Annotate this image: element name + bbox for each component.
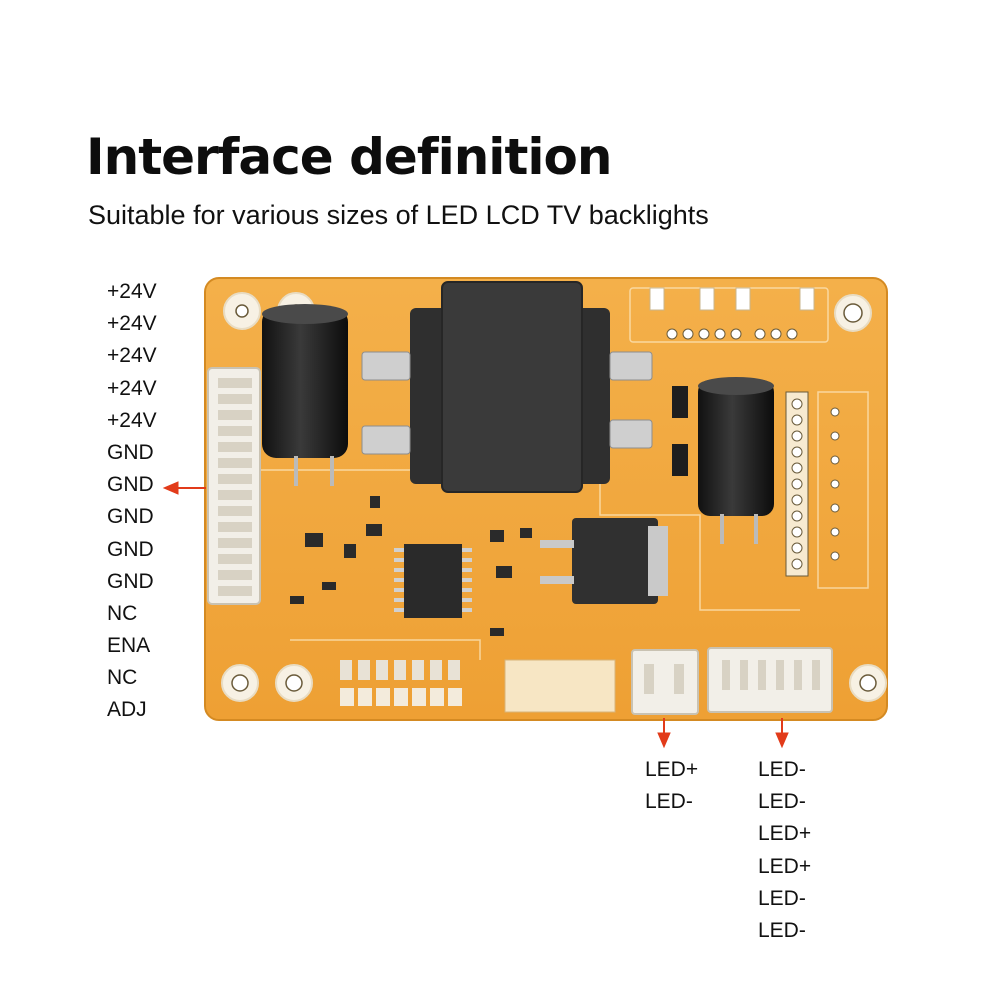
led-pin-label: LED+ (645, 758, 699, 781)
led-pin-label: LED- (758, 758, 806, 781)
pin-label: GND (107, 505, 154, 529)
led-pin-label: LED- (758, 918, 806, 942)
mosfet-icon (540, 518, 668, 604)
arrow-down-icon (657, 718, 671, 749)
led-pin-label: LED- (758, 790, 806, 814)
diode-icon (672, 386, 688, 476)
output-connector-2-pins: LED- LED- LED+ LED+ LED- LED- (758, 754, 811, 947)
led-pin-label: LED- (645, 790, 693, 814)
ic-chip-icon (394, 544, 472, 618)
pin-label: +24V (107, 344, 157, 368)
capacitor-icon (698, 377, 774, 544)
capacitor-icon (262, 304, 348, 486)
output-connector-small (631, 649, 699, 715)
arrow-down-icon (775, 718, 789, 749)
pin-label: ENA (107, 634, 151, 658)
pin-label: GND (107, 537, 154, 561)
led-pin-label: LED+ (758, 822, 812, 846)
pin-label: +24V (107, 280, 157, 303)
pin-label: NC (107, 601, 138, 625)
pin-label: GND (107, 440, 154, 464)
output-connector-large (707, 647, 833, 713)
pin-label: ADJ (107, 698, 147, 722)
output-connector-1-pins: LED+ LED- (645, 754, 698, 818)
pin-label: +24V (107, 408, 157, 432)
input-pin-list: +24V +24V +24V +24V +24V GND GND GND GND… (107, 276, 157, 727)
pin-label: NC (107, 666, 138, 690)
page-title: Interface definition (86, 128, 612, 186)
pin-label: GND (107, 473, 154, 497)
led-pin-label: LED- (758, 886, 806, 910)
input-connector (207, 367, 261, 605)
pin-label: GND (107, 569, 154, 593)
led-pin-label: LED+ (758, 854, 812, 878)
pin-label: +24V (107, 312, 157, 336)
pin-label: +24V (107, 376, 157, 400)
arrow-left-icon (162, 481, 206, 495)
transformer-icon (361, 281, 653, 493)
page-subtitle: Suitable for various sizes of LED LCD TV… (88, 200, 709, 230)
